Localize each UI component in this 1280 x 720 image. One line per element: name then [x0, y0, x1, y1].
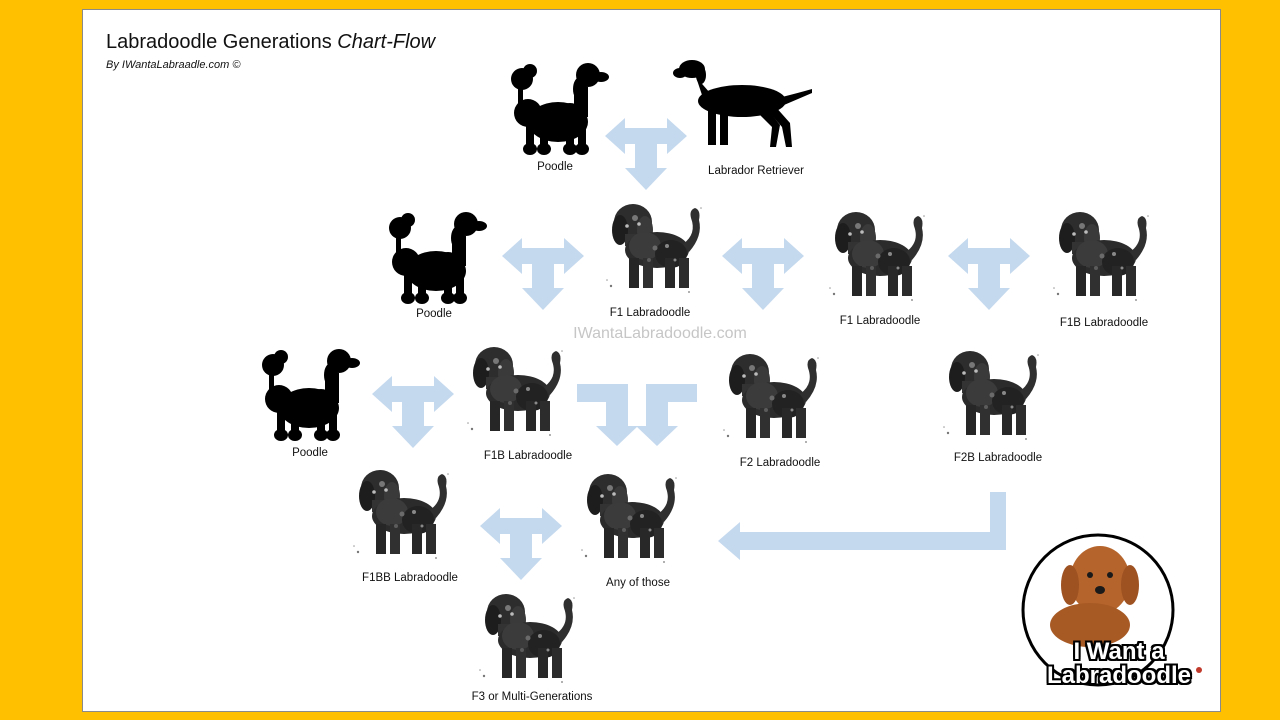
labradoodle-watercolor-icon — [1053, 212, 1149, 301]
poodle-silhouette-icon — [389, 212, 487, 304]
label-f1b-right: F1B Labradoodle — [1059, 317, 1149, 329]
byline: By IWantaLabraadle.com © — [106, 59, 241, 71]
label-f1b-mid: F1B Labradoodle — [483, 450, 573, 462]
label-f1-b: F1 Labradoodle — [839, 315, 921, 327]
label-f2: F2 Labradoodle — [739, 457, 821, 469]
t-arrow-icon — [722, 238, 804, 310]
t-arrow-icon — [372, 376, 454, 448]
label-labrador: Labrador Retriever — [708, 165, 804, 177]
logo-line-2: Labradoodle — [1046, 662, 1191, 689]
t-arrow-icon — [948, 238, 1030, 310]
label-poodle-mid: Poodle — [416, 308, 452, 320]
t-arrow-icon — [502, 238, 584, 310]
label-f2b: F2B Labradoodle — [953, 452, 1043, 464]
labradoodle-watercolor-icon — [943, 351, 1039, 440]
labradoodle-watercolor-icon — [467, 347, 563, 436]
labradoodle-watercolor-icon — [479, 594, 575, 683]
label-any-of-those: Any of those — [606, 577, 670, 589]
logo-line-1: I Want a — [1073, 638, 1165, 665]
poodle-silhouette-icon — [262, 349, 360, 441]
labradoodle-watercolor-icon — [606, 204, 702, 293]
page-title: Labradoodle Generations Chart-Flow — [106, 31, 436, 53]
labrador-silhouette-icon — [673, 60, 812, 147]
labradoodle-watercolor-icon — [353, 470, 449, 559]
labradoodle-watercolor-icon — [581, 474, 677, 563]
elbow-arrow-left — [577, 384, 638, 446]
logo-text: I Want a Labradoodle — [1034, 640, 1204, 688]
return-arrow — [718, 492, 1006, 560]
poodle-silhouette-icon — [511, 63, 609, 155]
label-poodle-low: Poodle — [292, 447, 328, 459]
label-f1-a: F1 Labradoodle — [609, 307, 691, 319]
labradoodle-watercolor-icon — [723, 354, 819, 443]
labradoodle-watercolor-icon — [829, 212, 925, 301]
label-f1bb: F1BB Labradoodle — [362, 572, 458, 584]
watermark-text: IWantaLabradoodle.com — [573, 325, 747, 342]
label-poodle-top: Poodle — [537, 161, 573, 173]
elbow-arrow-right — [636, 384, 697, 446]
t-arrow-icon — [605, 118, 687, 190]
t-arrow-icon — [480, 508, 562, 580]
brand-logo — [1021, 533, 1202, 687]
label-f3: F3 or Multi-Generations — [471, 691, 593, 703]
